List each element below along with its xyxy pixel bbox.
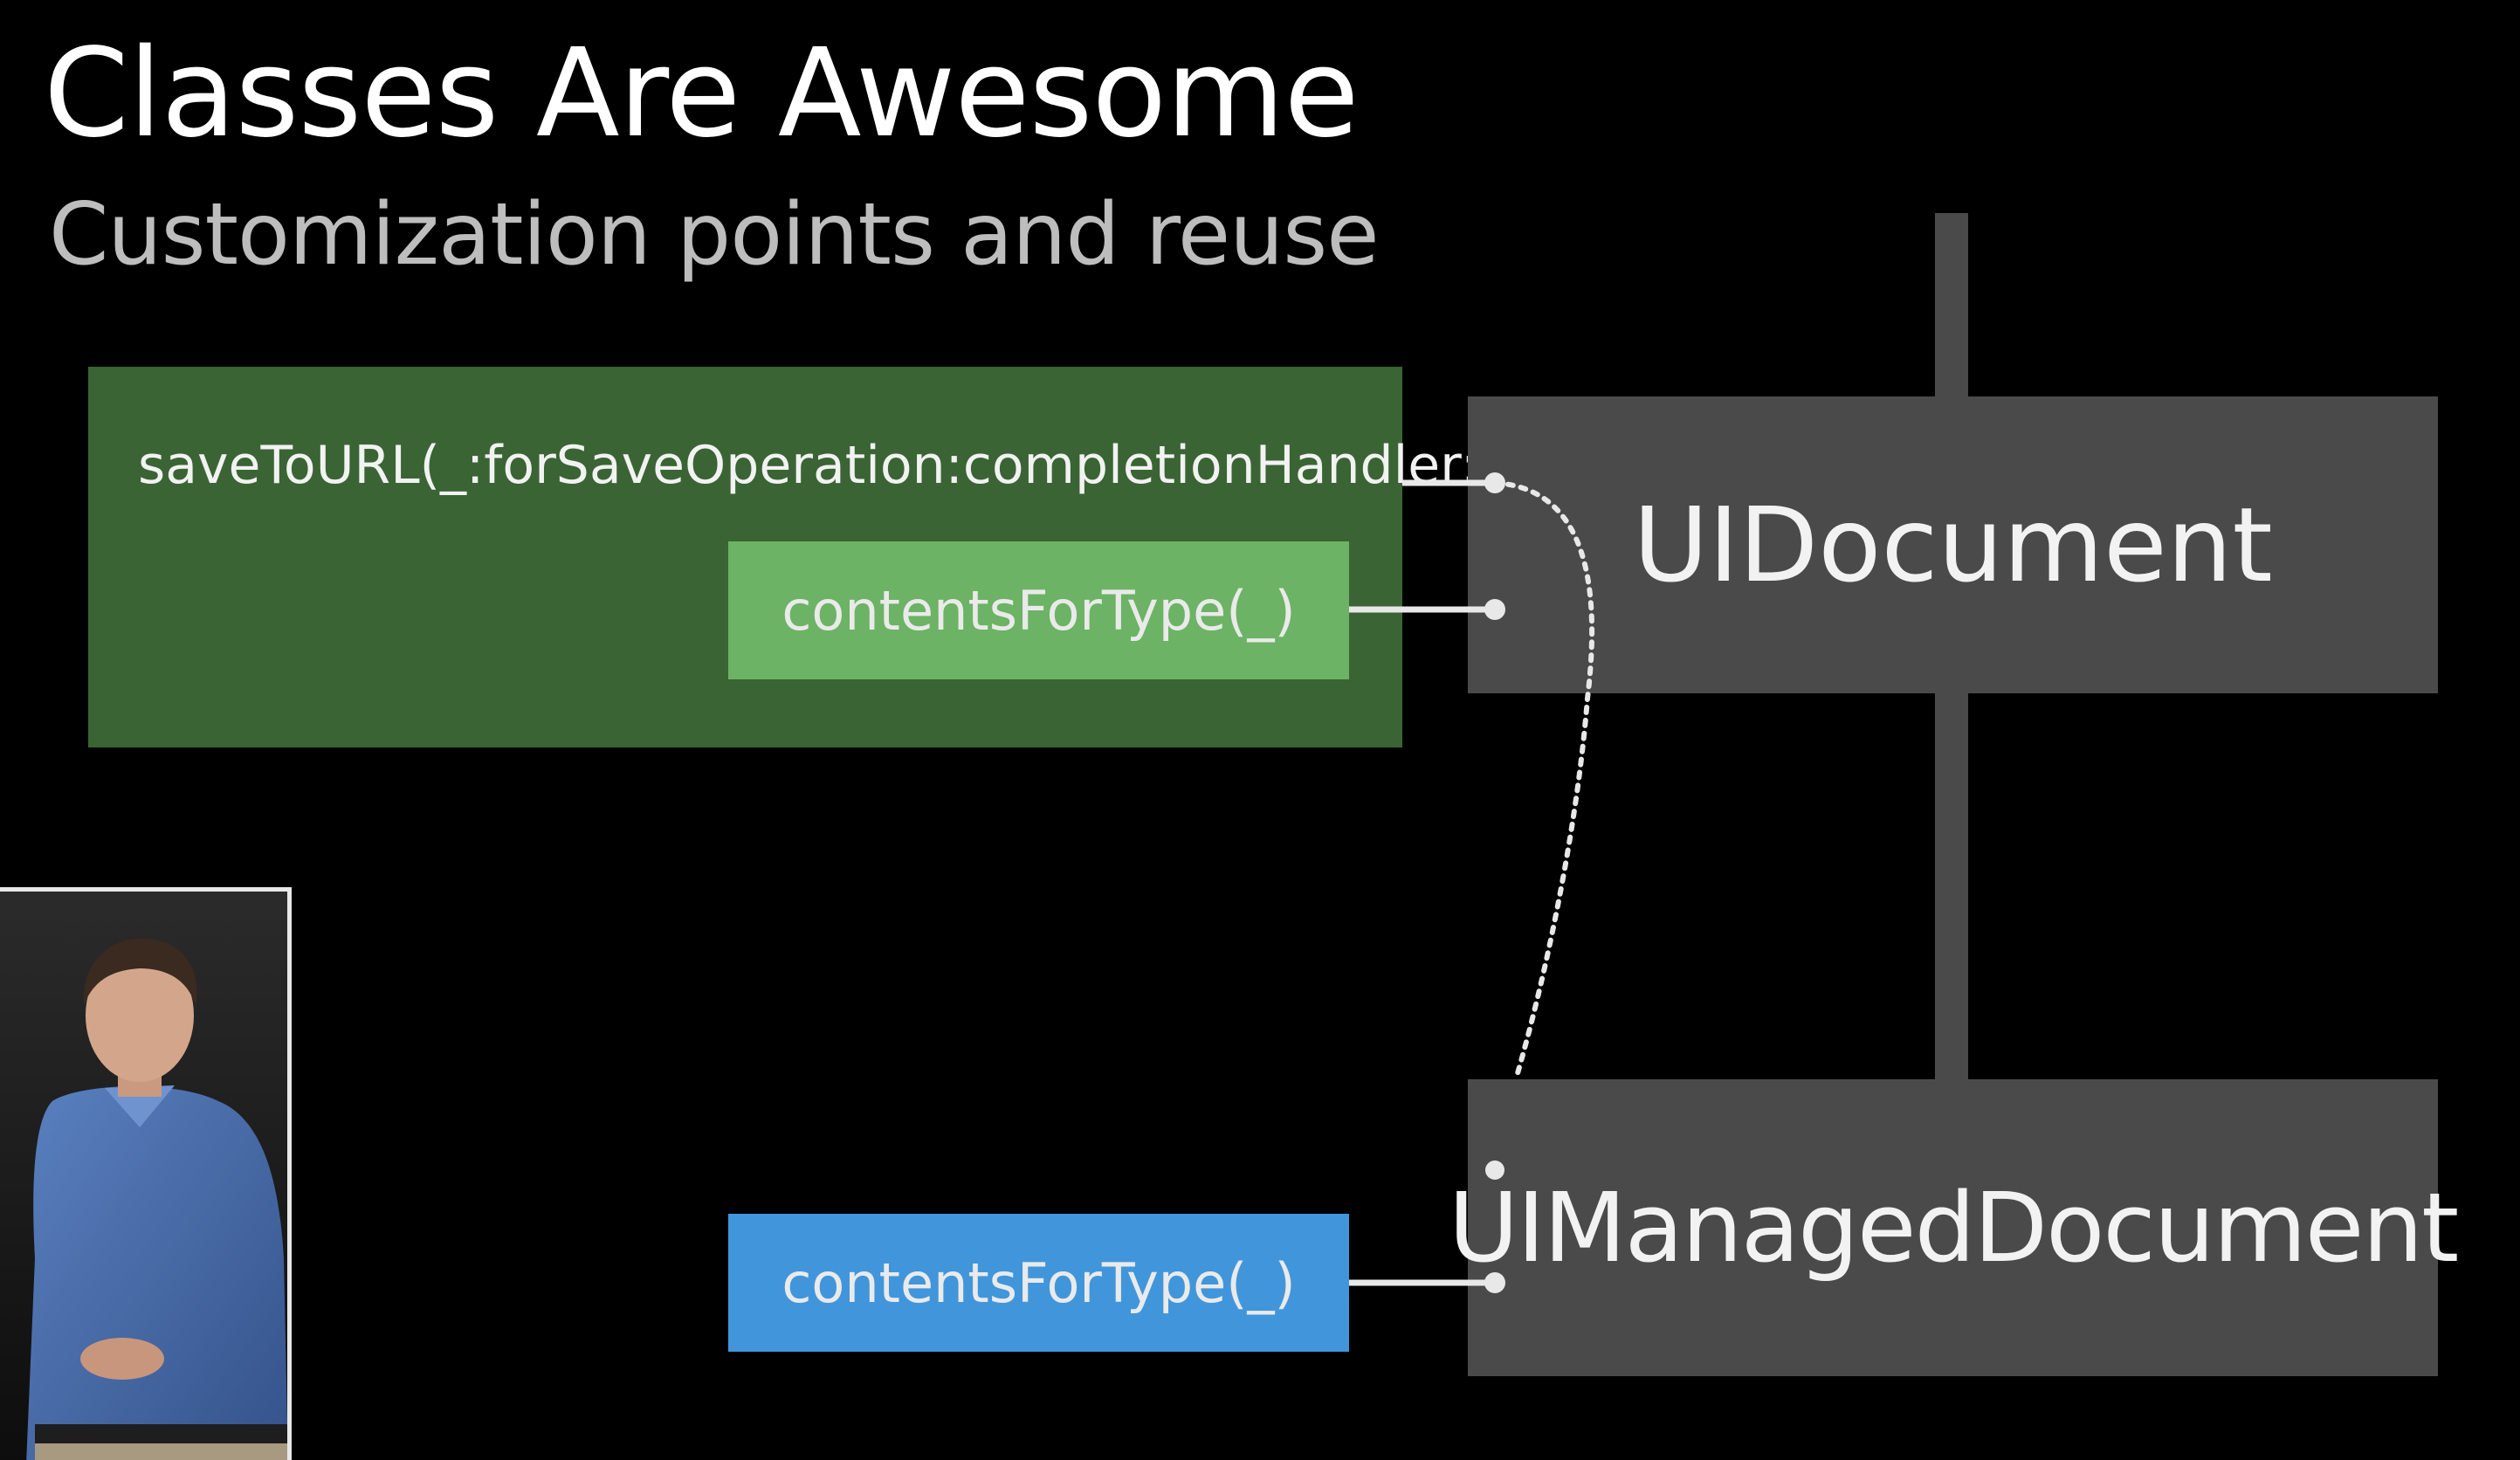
hierarchy-line-top [1935,213,1968,405]
contents-connector-dot [1484,599,1505,620]
hierarchy-line-middle [1935,690,1968,1085]
dynamic-dispatch-dotted-arrow [1492,480,1595,1082]
slide-subtitle: Customization points and reuse [49,185,1380,285]
uimanageddocument-class-label: UIManagedDocument [1448,1172,2460,1284]
contents-for-type-method-label: contentsForType(_) [781,578,1296,643]
override-method-box: contentsForType(_) [728,1214,1349,1352]
contents-for-type-method-box: contentsForType(_) [728,541,1349,679]
managed-dispatch-dot [1485,1160,1504,1180]
slide-title: Classes Are Awesome [44,23,1360,165]
override-connector-dot [1484,1272,1505,1293]
presenter-video-inset [0,887,292,1460]
override-method-label: contentsForType(_) [781,1250,1296,1315]
save-to-url-method-label: saveToURL(_:forSaveOperation:completionH… [138,435,1499,496]
uimanageddocument-class-box: UIManagedDocument [1449,1079,2459,1376]
uidocument-class-box: UIDocument [1468,396,2438,693]
uidocument-class-label: UIDocument [1633,485,2273,605]
presenter-figure [0,892,287,1460]
